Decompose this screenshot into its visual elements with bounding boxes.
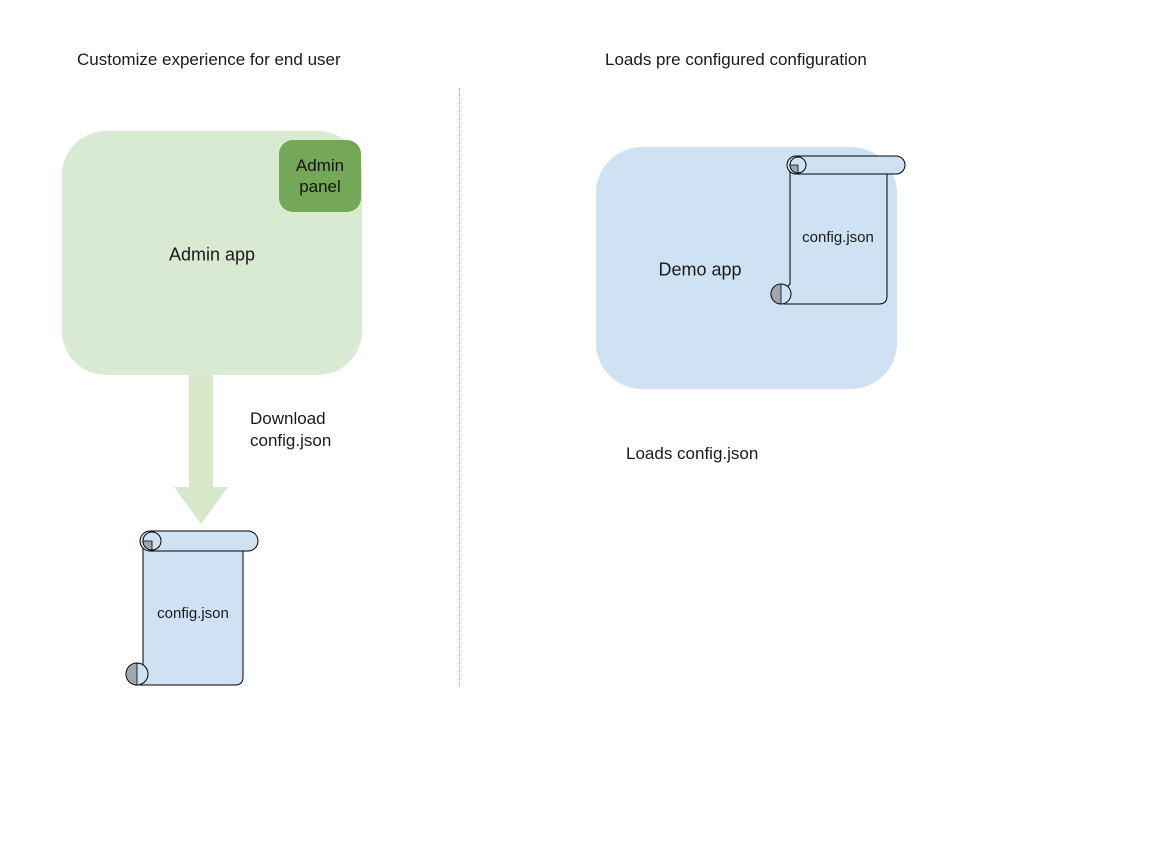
config-json-scroll: config.json xyxy=(125,530,259,686)
section-divider-line xyxy=(459,88,460,686)
loads-config-caption: Loads config.json xyxy=(626,444,759,463)
scroll-top-curl-shade xyxy=(789,164,799,174)
download-label-line2: config.json xyxy=(250,431,332,450)
scroll-bottom-curl-shade xyxy=(125,662,138,686)
admin-panel-label-line1: Admin xyxy=(295,156,345,175)
left-section-title: Customize experience for end user xyxy=(77,50,341,69)
admin-panel-label-line2: panel xyxy=(299,177,341,196)
download-arrow xyxy=(174,375,228,524)
demo-config-json-scroll: config.json xyxy=(770,155,906,305)
download-label-line1: Download xyxy=(250,409,326,428)
admin-app-label: Admin app xyxy=(168,244,256,265)
right-section-title: Loads pre configured configuration xyxy=(605,50,867,69)
demo-app-label: Demo app xyxy=(658,259,742,280)
config-json-label: config.json xyxy=(802,229,874,246)
scroll-top-roll xyxy=(139,530,259,552)
config-json-label: config.json xyxy=(157,605,229,622)
scroll-bottom-curl-shade xyxy=(770,283,782,305)
scroll-top-roll xyxy=(786,155,906,175)
scroll-top-curl-shade xyxy=(142,540,153,551)
download-arrow-label: Download config.json xyxy=(250,408,331,452)
download-arrow-body xyxy=(174,375,228,524)
admin-panel-shape: Admin panel xyxy=(279,140,361,212)
